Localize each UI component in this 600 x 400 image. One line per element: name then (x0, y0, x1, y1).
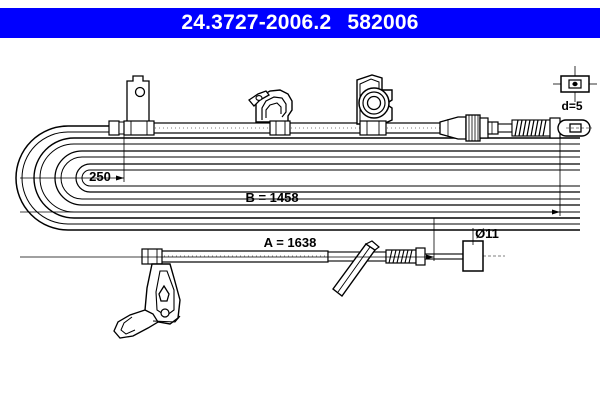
cable-outer-top-edge (15, 125, 580, 231)
end-ferrule-step (479, 117, 489, 139)
dimension-b (20, 138, 561, 216)
clip-clamp-collar (269, 120, 291, 136)
cable-inner-inner-edge (60, 156, 580, 200)
dim-b-label: B = 1458 (245, 190, 298, 205)
dim-250-label: 250 (89, 169, 111, 184)
lower-cable-assembly (141, 248, 387, 265)
end-ferrule-knurl (468, 115, 479, 141)
bushing-clamp-collar (359, 120, 387, 136)
left-ferrule-body (108, 120, 120, 136)
spring-coils (514, 119, 547, 137)
bracket-tab-upper-left (123, 75, 155, 136)
end-rod-section (497, 123, 513, 133)
end-fitting-body (462, 240, 484, 272)
lower-cable-spring-section (385, 247, 464, 266)
diagonal-clip-tip (364, 240, 380, 251)
dimension-250 (20, 135, 125, 182)
bushing-inner-ring (366, 95, 382, 111)
lower-sheath-left (147, 250, 329, 263)
diagonal-clip-fold-line (337, 246, 371, 293)
end-ferrule-shoulder (487, 121, 499, 135)
upper-cable-left-ferrule (108, 120, 126, 136)
lower-spring-coils (388, 249, 413, 264)
clip-inner-contour-2 (265, 102, 282, 118)
dimension-a (20, 218, 435, 261)
upper-cable-terminal-eye (557, 119, 592, 137)
dim-od11-label: Ø11 (475, 226, 499, 241)
dimension-lines-group (20, 135, 561, 261)
lower-cable-diagonal-clip (332, 240, 380, 297)
bracket-clip-middle (248, 89, 293, 136)
reference-number-label: 582006 (347, 11, 419, 34)
hanger-foot-hole (160, 308, 170, 318)
technical-drawing: 250 B = 1458 A = 1638 d=5 Ø11 (0, 38, 600, 400)
dim-d5-label: d=5 (561, 99, 582, 113)
drawing-canvas: 250 B = 1458 A = 1638 d=5 Ø11 (15, 66, 597, 339)
lower-spring-cap (415, 247, 426, 266)
cable-inner-top-edge (54, 150, 580, 206)
dim-a-arrow-right (426, 254, 434, 260)
part-number-label: 24.3727-2006.2 (181, 11, 332, 34)
hanger-base-edge (152, 315, 181, 323)
cable-loop-core-group (75, 163, 580, 193)
bracket-bushing-right (356, 74, 393, 136)
dim-a-label: A = 1638 (264, 235, 317, 250)
title-bar: 24.3727-2006.2 582006 (0, 8, 600, 38)
dim-250-arrow (116, 175, 124, 181)
bracket-hanger-lower (113, 263, 181, 339)
detail-view-d5 (553, 66, 597, 102)
hanger-inner-contour (155, 270, 175, 317)
tab-bracket-clamp (123, 120, 155, 136)
cable-loop-inner-group (54, 150, 580, 206)
detail-section-pin (572, 81, 578, 87)
tab-bracket-plate (126, 75, 150, 123)
lower-left-collar (141, 248, 163, 265)
clip-flange-hole (255, 95, 263, 101)
hanger-foot (113, 309, 159, 339)
tab-bracket-hole (134, 86, 146, 98)
clip-inner-contour (261, 96, 287, 120)
upper-cable-right-end-assembly (439, 114, 513, 142)
dim-b-arrow-right (552, 209, 560, 215)
dimension-labels-group: 250 B = 1458 A = 1638 d=5 Ø11 (89, 99, 583, 250)
hanger-foot-inner (120, 316, 136, 335)
cable-core-inner-edge (81, 169, 580, 187)
hanger-teardrop-hole (158, 284, 170, 302)
cable-core-top-edge (75, 163, 580, 193)
lower-cable-end-fitting (462, 240, 505, 272)
cone-taper (439, 116, 467, 140)
